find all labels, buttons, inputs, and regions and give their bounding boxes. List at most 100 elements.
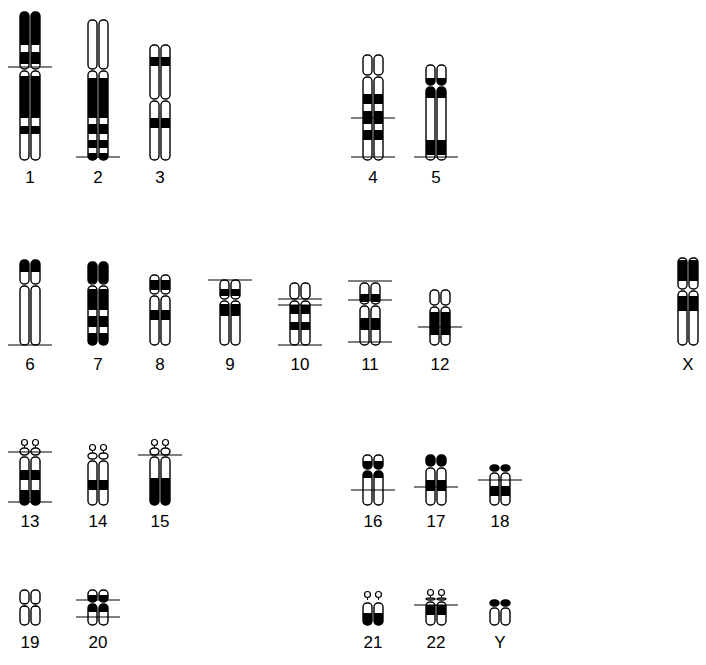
chromatid-fill: [161, 45, 170, 99]
chromatid-fill: [290, 283, 299, 299]
chromatid-fill: [99, 262, 108, 284]
chromatid-fill: [31, 12, 40, 69]
chromatid-fill: [20, 71, 29, 160]
chromatid-fill: [301, 283, 310, 299]
breakpoint-line: [414, 156, 458, 157]
chromatid-outline: [374, 471, 383, 505]
chromatid-outline: [88, 461, 97, 505]
chromosome: [351, 455, 395, 505]
dark-band: [99, 316, 108, 327]
band-group: [426, 480, 435, 491]
chromatid-fill: [490, 600, 499, 606]
chromosome: [8, 440, 52, 506]
chromosome: [138, 440, 182, 506]
dark-band: [99, 124, 108, 134]
chromosome: [87, 445, 109, 506]
band-group: [88, 480, 97, 490]
chromatid-fill: [371, 306, 380, 345]
band-group: [88, 262, 97, 283]
chromosome-number: 2: [93, 168, 102, 188]
dark-band: [678, 260, 687, 281]
chromosome-number: 10: [291, 355, 310, 375]
band-group: [490, 486, 499, 496]
satellite: [428, 590, 434, 596]
chromatid-outline: [88, 286, 97, 345]
chromatid-fill: [426, 455, 435, 466]
chromatid-outline: [290, 283, 299, 299]
breakpoint-line: [208, 279, 252, 280]
dark-band: [31, 76, 40, 118]
breakpoint-line: [351, 489, 395, 490]
dark-band: [437, 455, 446, 466]
band-group: [220, 304, 229, 316]
chromatid-fill: [430, 290, 439, 305]
chromatid-fill: [31, 260, 40, 284]
band-group: [161, 478, 170, 505]
breakpoint-line: [8, 501, 52, 502]
band-group: [490, 465, 499, 471]
dark-band: [430, 312, 439, 335]
band-group: [360, 318, 369, 330]
dark-band: [161, 310, 170, 320]
dark-band: [88, 316, 97, 327]
dark-band: [490, 486, 499, 496]
chromatid-fill: [99, 286, 108, 345]
band-group: [150, 280, 159, 290]
dark-band: [441, 312, 450, 335]
breakpoint-line: [414, 486, 458, 487]
chromatid-outline: [88, 20, 97, 69]
chromatid-outline: [150, 457, 159, 505]
band-group: [161, 280, 170, 290]
chromatid-outline: [437, 598, 446, 600]
breakpoint-line: [8, 344, 52, 345]
chromatid-fill: [426, 598, 435, 600]
chromatid-fill: [430, 307, 439, 345]
dark-band: [220, 304, 229, 316]
chromatid-outline: [689, 291, 698, 345]
chromatid-outline: [20, 12, 29, 69]
chromatid-fill: [31, 590, 40, 604]
dark-band: [363, 94, 372, 104]
dark-band: [426, 455, 435, 466]
chromatid-fill: [490, 608, 499, 625]
chromosome-number: 15: [151, 512, 170, 532]
band-group: [501, 600, 510, 606]
breakpoint-line: [76, 616, 120, 617]
chromosome: [19, 590, 41, 625]
chromatid-outline: [31, 71, 40, 160]
dark-band: [31, 470, 40, 480]
dark-band: [689, 296, 698, 311]
breakpoint-line: [348, 341, 392, 342]
chromatid-outline: [689, 258, 698, 289]
chromatid-outline: [426, 455, 435, 466]
chromatid-fill: [99, 604, 108, 625]
chromosome: [414, 455, 458, 505]
chromatid-outline: [501, 600, 510, 606]
dark-band: [161, 280, 170, 290]
chromatid-outline: [290, 301, 299, 345]
chromatid-outline: [31, 606, 40, 625]
breakpoint-line: [348, 280, 392, 281]
chromatid-outline: [88, 262, 97, 284]
dark-band: [290, 322, 299, 330]
band-group: [363, 613, 372, 625]
satellite: [101, 445, 107, 451]
chromatid-outline: [441, 290, 450, 305]
chromatid-outline: [31, 286, 40, 345]
band-group: [437, 87, 446, 155]
breakpoint-line: [278, 298, 322, 299]
dark-band: [99, 333, 108, 345]
dark-band: [88, 262, 97, 283]
chromosome-number: 19: [21, 633, 40, 653]
chromosome-number: 4: [368, 168, 377, 188]
chromatid-fill: [374, 455, 383, 469]
band-group: [441, 312, 450, 335]
chromosome: [278, 283, 322, 345]
dark-band: [99, 262, 108, 283]
chromatid-outline: [490, 465, 499, 471]
dark-band: [20, 76, 29, 118]
band-group: [231, 289, 240, 296]
band-group: [374, 94, 383, 140]
chromosome-number: 7: [93, 355, 102, 375]
dark-band: [88, 333, 97, 345]
